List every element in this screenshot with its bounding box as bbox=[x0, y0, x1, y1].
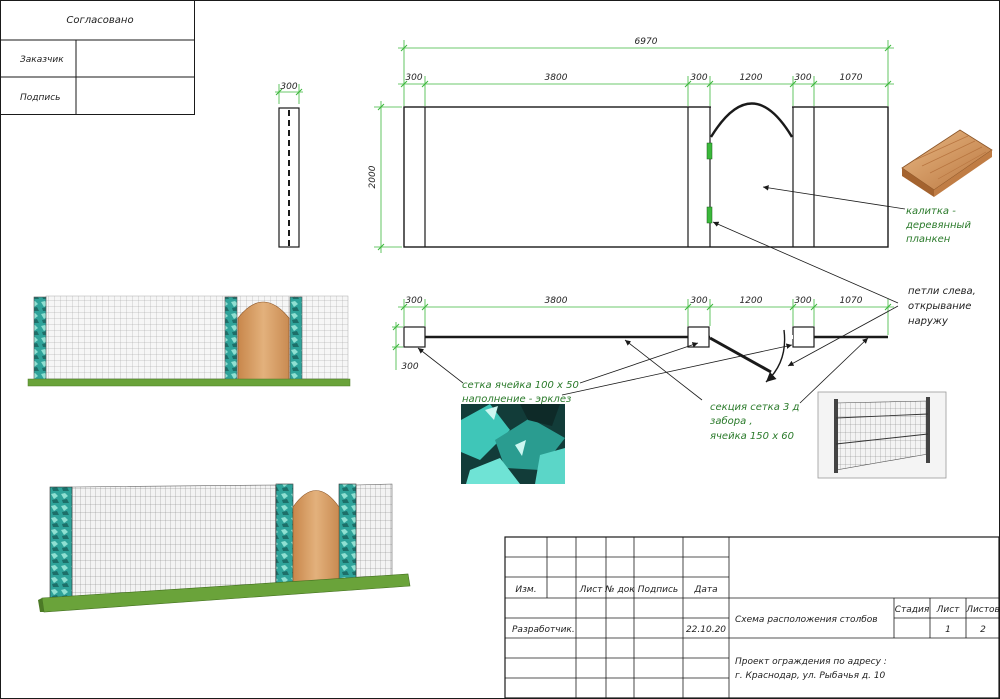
title-header-change: Изм. bbox=[515, 585, 536, 595]
render-post bbox=[275, 483, 294, 587]
title-sheet-header: Лист bbox=[936, 605, 961, 615]
plan-segment-label: 3800 bbox=[545, 296, 568, 306]
approval-title: Согласовано bbox=[66, 15, 133, 26]
front-total-dimension: 6970 bbox=[635, 37, 658, 47]
plan-post bbox=[403, 326, 426, 348]
render-ground bbox=[41, 573, 411, 613]
render-ground bbox=[27, 378, 351, 387]
front-segment-label: 300 bbox=[690, 73, 707, 83]
callout-hinges-line: петли слева, bbox=[908, 286, 976, 297]
callout-mesh-line: наполнение - эрклез bbox=[462, 394, 571, 405]
side-view-width-label: 300 bbox=[280, 82, 297, 92]
mesh-panel-photo bbox=[817, 391, 947, 479]
render-post bbox=[338, 483, 357, 581]
render-post bbox=[49, 486, 73, 600]
front-height-dimension: 2000 bbox=[368, 165, 378, 188]
plan-segment-label: 300 bbox=[405, 296, 422, 306]
render-gate bbox=[292, 490, 340, 587]
planken-photo bbox=[895, 121, 995, 205]
front-segment-label: 300 bbox=[405, 73, 422, 83]
callout-mesh-line: сетка ячейка 100 х 50 bbox=[462, 380, 579, 391]
callout-gate-line: деревянный bbox=[905, 220, 971, 231]
plan-segment-label: 1070 bbox=[840, 296, 863, 306]
title-header-date: Дата bbox=[693, 585, 717, 595]
render-post bbox=[33, 296, 47, 381]
hinge-icon bbox=[706, 206, 713, 224]
title-header-sheet: Лист bbox=[579, 585, 604, 595]
approval-signature-label: Подпись bbox=[20, 93, 60, 103]
front-segment-label: 1200 bbox=[740, 73, 763, 83]
callout-gate-line: калитка - bbox=[906, 206, 956, 217]
callouts: калитка - деревянный планкен петли слева… bbox=[417, 185, 976, 442]
gate-leaf-line bbox=[709, 336, 772, 374]
title-date-value: 22.10.20 bbox=[686, 625, 726, 635]
front-fence-outline bbox=[403, 106, 889, 248]
elevation-render bbox=[27, 295, 351, 387]
post-side-outline bbox=[278, 107, 300, 248]
plan-segment-label: 300 bbox=[690, 296, 707, 306]
title-stage-header: Стадия bbox=[895, 605, 930, 615]
hinge-icon bbox=[706, 142, 713, 160]
plan-segment-label: 1200 bbox=[740, 296, 763, 306]
render-post bbox=[289, 296, 303, 381]
gate-arch bbox=[709, 102, 794, 138]
title-header-doc: № док bbox=[604, 585, 635, 595]
callout-hinges-line: наружу bbox=[908, 316, 949, 327]
callout-section-line: забора , bbox=[710, 415, 753, 427]
callout-section-line: ячейка 150 х 60 bbox=[710, 431, 794, 442]
front-segment-label: 3800 bbox=[545, 73, 568, 83]
title-sheet-value: 1 bbox=[945, 625, 951, 635]
side-view: 300 bbox=[275, 82, 303, 248]
title-project-line: г. Краснодар, ул. Рыбачья д. 10 bbox=[735, 671, 886, 681]
render-gate bbox=[237, 301, 290, 381]
callout-hinges-line: открывание bbox=[908, 301, 971, 312]
title-sheets-value: 2 bbox=[980, 625, 986, 635]
plan-post-depth-label: 300 bbox=[401, 362, 418, 372]
front-segment-label: 300 bbox=[794, 73, 811, 83]
plan-post bbox=[687, 326, 710, 348]
title-sheets-header: Листов bbox=[965, 605, 1000, 615]
approval-box: Согласовано Заказчик Подпись bbox=[0, 0, 195, 115]
title-header-signature: Подпись bbox=[638, 585, 678, 595]
plan-view: 300 3800 300 1200 300 1070 300 bbox=[392, 296, 894, 383]
callout-gate-line: планкен bbox=[906, 234, 951, 245]
render-post bbox=[224, 296, 238, 381]
perspective-render bbox=[38, 483, 411, 613]
callout-section-line: секция сетка 3 д bbox=[710, 402, 800, 413]
plan-post bbox=[792, 326, 815, 348]
approval-customer-label: Заказчик bbox=[20, 55, 64, 65]
title-sheet-title: Схема расположения столбов bbox=[735, 615, 878, 625]
title-developer-label: Разработчик. bbox=[512, 625, 575, 635]
title-block: Изм. Лист № док Подпись Дата Разработчик… bbox=[504, 536, 1000, 699]
glass-fill-photo bbox=[461, 404, 565, 484]
plan-segment-label: 300 bbox=[794, 296, 811, 306]
front-view: 6970 300 3800 300 1200 300 1070 2000 bbox=[368, 37, 894, 253]
gate-swing-arrow bbox=[765, 329, 786, 383]
title-project-line: Проект ограждения по адресу : bbox=[735, 657, 887, 667]
front-segment-label: 1070 bbox=[840, 73, 863, 83]
